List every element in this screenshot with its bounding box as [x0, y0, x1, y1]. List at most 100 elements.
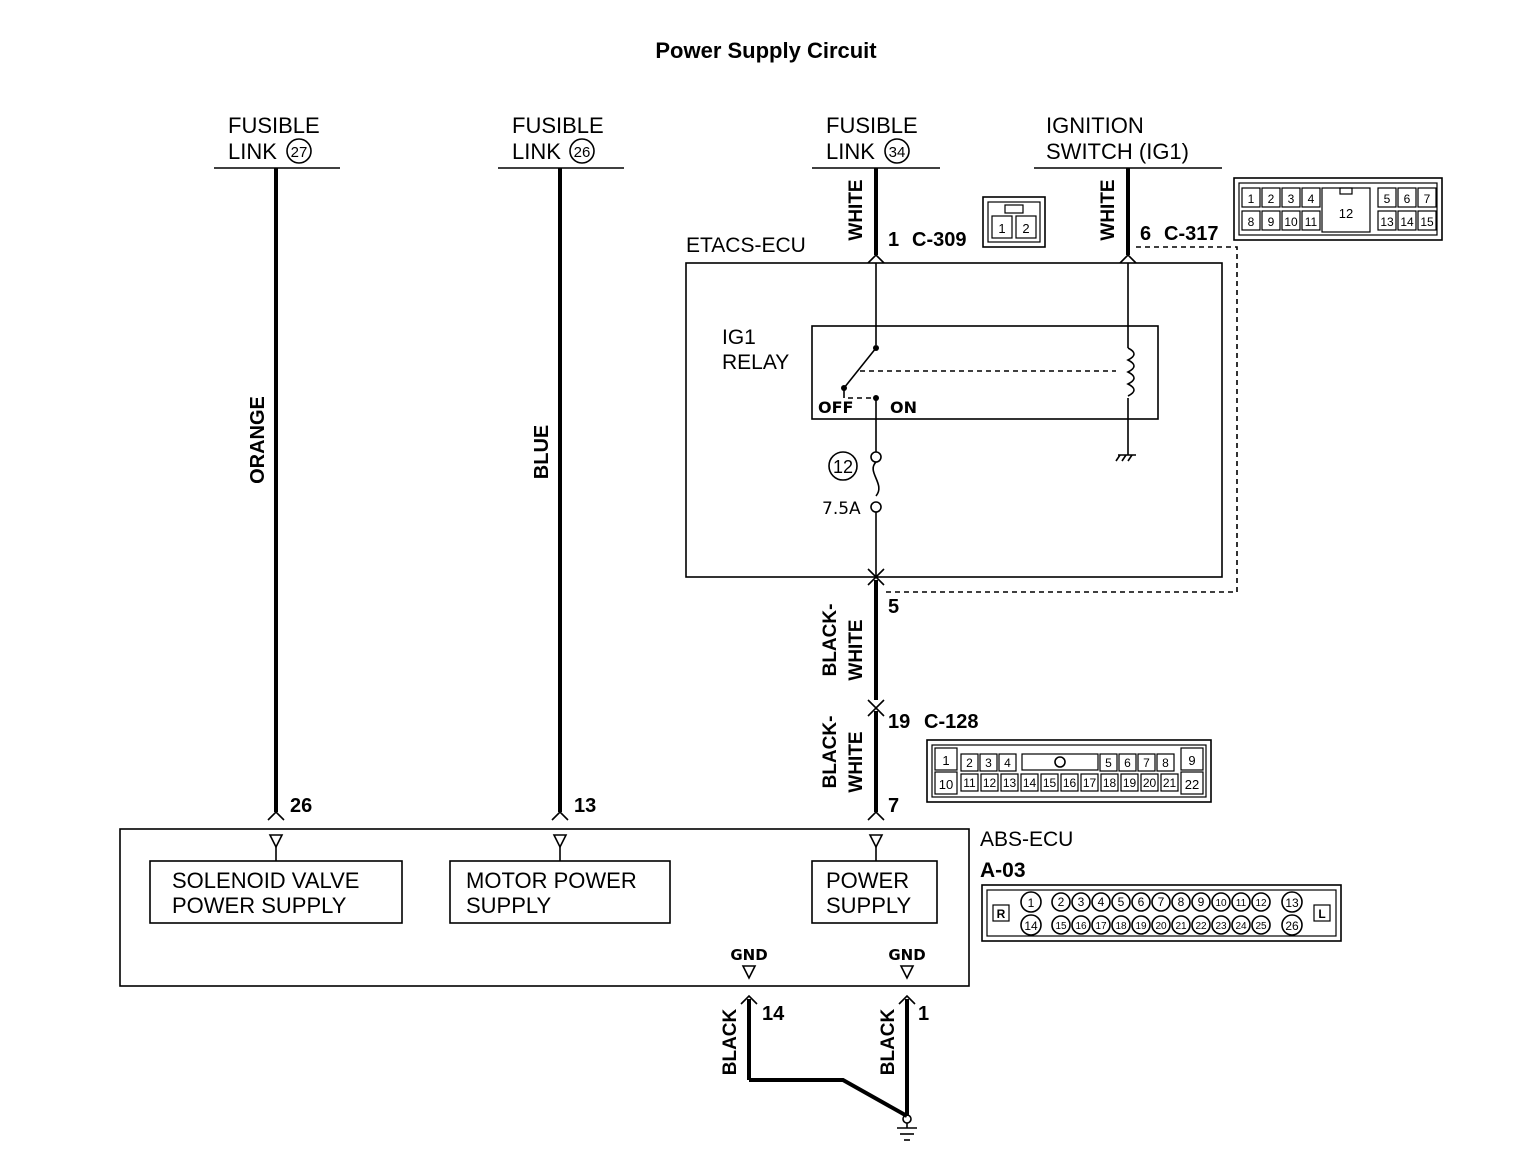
- c317-pin-label: 11: [1305, 215, 1318, 229]
- a03-pin-label: 24: [1235, 921, 1247, 932]
- a03-pin-cell: [1111, 892, 1131, 912]
- svg-text:34: 34: [889, 144, 906, 161]
- power-supply-box: [811, 860, 938, 924]
- c317-pin-label: 3: [1288, 192, 1295, 206]
- svg-text:RELAY: RELAY: [722, 351, 789, 374]
- svg-text:IG1: IG1: [722, 326, 756, 349]
- a03-pin-cell: [1191, 915, 1211, 935]
- a03-pin-cell: [1111, 915, 1131, 935]
- c317-pin-cell: [1241, 210, 1261, 231]
- svg-text:26: 26: [574, 144, 591, 161]
- c317-pin-cell: [1281, 210, 1301, 231]
- wire-black-ground: 14 BLACK 1 BLACK: [720, 994, 929, 1141]
- diagram-title: Power Supply Circuit: [655, 38, 877, 63]
- a03-pin-cell: [1191, 892, 1211, 912]
- c128-pin-cell: [1156, 753, 1175, 772]
- c128-pin-cell: [979, 753, 998, 772]
- a03-pin-label: 25: [1255, 921, 1267, 932]
- c128-pin-label: 7: [1143, 756, 1150, 770]
- a03-pin-label: 3: [1078, 895, 1085, 909]
- c128-pin-label: 13: [1003, 776, 1017, 790]
- svg-text:ORANGE: ORANGE: [247, 396, 269, 484]
- a03-pin-cell: [1211, 915, 1231, 935]
- a03-pin-cell: [1171, 915, 1191, 935]
- svg-text:WHITE: WHITE: [1098, 179, 1119, 240]
- a03-pin-label: 11: [1236, 898, 1247, 909]
- source-fusible-link-34: FUSIBLE LINK 34: [812, 113, 940, 169]
- c128-pin-label: 3: [985, 756, 992, 770]
- etacs-ecu: ETACS-ECU IG1 RELAY OFF ON: [685, 234, 1238, 593]
- c317-pin-label: 9: [1268, 215, 1275, 229]
- c317-pin-cell: [1377, 187, 1397, 208]
- svg-text:LINK: LINK: [826, 139, 875, 164]
- c128-pin-cell: [1020, 773, 1039, 792]
- svg-text:5: 5: [888, 596, 899, 618]
- relay-coil-icon: [1126, 347, 1135, 397]
- wire-white-fl34: WHITE 1 C-309: [846, 168, 966, 264]
- c128-pin-cell: [960, 773, 979, 792]
- a03-pin-cell: [1091, 892, 1111, 912]
- source-fusible-link-26: FUSIBLE LINK 26: [498, 113, 624, 169]
- a03-pin-label: 12: [1255, 898, 1267, 909]
- svg-text:27: 27: [291, 144, 308, 161]
- a03-pin-cell: [1231, 892, 1251, 912]
- svg-text:19: 19: [888, 711, 910, 733]
- a03-pin-cell: [1091, 915, 1111, 935]
- c128-pin-cell: [1140, 773, 1159, 792]
- c317-pin-cell: [1397, 187, 1417, 208]
- svg-text:12: 12: [1339, 206, 1353, 221]
- svg-text:6: 6: [1140, 223, 1151, 245]
- svg-text:GND: GND: [888, 946, 925, 964]
- svg-text:SUPPLY: SUPPLY: [826, 893, 912, 918]
- c128-pin-cell: [1137, 753, 1156, 772]
- wire-black-white: 5 BLACK- WHITE 19 C-128 BLACK- WHITE: [820, 568, 978, 821]
- svg-text:C-128: C-128: [924, 711, 978, 733]
- c128-pin-cell: [960, 753, 979, 772]
- c317-pin-label: 2: [1268, 192, 1275, 206]
- etacs-ground-icon: [1115, 454, 1136, 462]
- a03-pin-cell: [1131, 915, 1151, 935]
- c317-pin-cell: [1417, 210, 1437, 231]
- svg-text:FUSIBLE: FUSIBLE: [826, 113, 918, 138]
- a03-pin-cell: [1171, 892, 1191, 912]
- svg-text:BLACK: BLACK: [720, 1008, 741, 1075]
- c128-pin-label: 19: [1123, 776, 1137, 790]
- c128-pin-label: 4: [1004, 756, 1011, 770]
- c128-pin-label: 11: [963, 776, 976, 790]
- svg-text:SWITCH (IG1): SWITCH (IG1): [1046, 139, 1189, 164]
- c317-pin-label: 6: [1404, 192, 1411, 206]
- c128-pin-cell: [1000, 773, 1019, 792]
- c317-pin-label: 5: [1384, 192, 1391, 206]
- a03-pin-cell: [1071, 892, 1091, 912]
- c128-pin-label: 6: [1124, 756, 1131, 770]
- svg-text:2: 2: [1022, 221, 1029, 236]
- a03-pin-label: 2: [1058, 895, 1065, 909]
- c128-pin-cell: [1100, 773, 1119, 792]
- svg-text:LINK: LINK: [228, 139, 277, 164]
- svg-text:ETACS-ECU: ETACS-ECU: [686, 234, 806, 257]
- c128-pin-label: 16: [1063, 776, 1077, 790]
- a03-pin-label: 21: [1175, 921, 1187, 932]
- svg-text:R: R: [997, 907, 1006, 921]
- svg-text:26: 26: [1285, 919, 1299, 933]
- a03-pin-cell: [1051, 892, 1071, 912]
- svg-text:7.5A: 7.5A: [822, 499, 861, 519]
- svg-text:13: 13: [1285, 896, 1299, 910]
- c317-pin-label: 10: [1284, 215, 1298, 229]
- c128-pin-cell: [1118, 753, 1137, 772]
- svg-text:BLACK: BLACK: [878, 1008, 899, 1075]
- wire-white-ignition: WHITE 6 C-317: [1098, 168, 1218, 264]
- svg-text:12: 12: [833, 457, 853, 477]
- c128-pin-cell: [1040, 773, 1059, 792]
- c128-pin-label: 17: [1083, 776, 1097, 790]
- c128-pin-cell: [1060, 773, 1079, 792]
- a03-pin-label: 19: [1135, 921, 1147, 932]
- c317-pin-cell: [1261, 187, 1281, 208]
- c128-pin-label: 15: [1043, 776, 1057, 790]
- svg-text:14: 14: [762, 1003, 785, 1025]
- a03-pin-label: 5: [1118, 895, 1125, 909]
- c317-pin-cell: [1241, 187, 1261, 208]
